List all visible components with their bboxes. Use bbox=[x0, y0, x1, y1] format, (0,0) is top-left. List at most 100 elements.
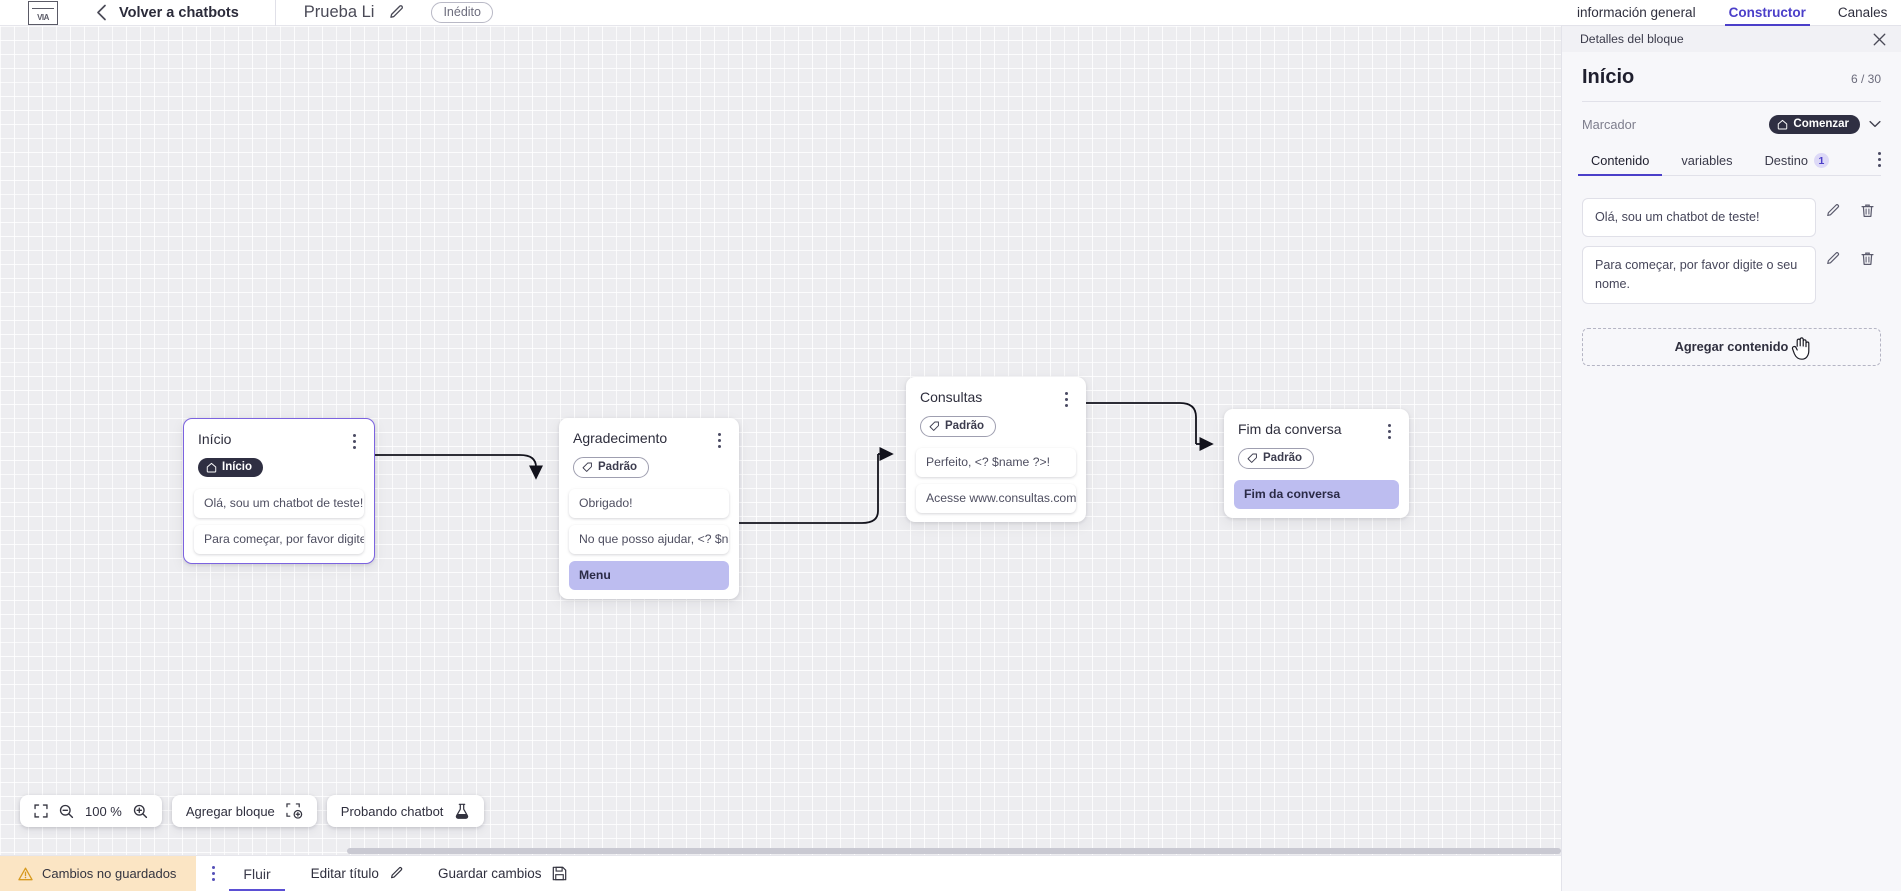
node-item[interactable]: Acesse www.consultas.com par... bbox=[916, 484, 1076, 513]
flow-canvas[interactable]: Início Início Olá, sou um chatbot de tes… bbox=[0, 26, 1561, 855]
zoom-in-icon[interactable] bbox=[133, 804, 148, 819]
marker-badge-comenzar[interactable]: Comenzar bbox=[1769, 115, 1860, 134]
delete-content-icon[interactable] bbox=[1850, 251, 1884, 267]
tab-destino[interactable]: Destino 1 bbox=[1760, 153, 1834, 175]
flow-node-consultas[interactable]: Consultas Padrão Perfeito, <? $name ?>! … bbox=[906, 377, 1086, 522]
node-badges: Padrão bbox=[1224, 439, 1409, 469]
canvas-toolbar: 100 % Agregar bloque Probando chatbo bbox=[20, 795, 485, 827]
right-top-tabs: información general Constructor Canales bbox=[1561, 0, 1901, 26]
tab-destino-label: Destino bbox=[1764, 153, 1808, 168]
zoom-out-icon[interactable] bbox=[59, 804, 74, 819]
pencil-icon bbox=[390, 867, 403, 879]
edit-content-icon[interactable] bbox=[1816, 251, 1850, 267]
panel-divider bbox=[1582, 101, 1881, 102]
tab-contenido[interactable]: Contenido bbox=[1577, 153, 1663, 176]
node-badge-default: Padrão bbox=[573, 457, 649, 478]
node-menu-icon[interactable] bbox=[711, 430, 727, 448]
back-chevron-icon[interactable] bbox=[96, 4, 107, 21]
node-item[interactable]: Perfeito, <? $name ?>! bbox=[916, 448, 1076, 477]
node-item[interactable]: Para começar, por favor digite o ... bbox=[194, 524, 364, 554]
node-header: Fim da conversa bbox=[1224, 409, 1409, 439]
tag-icon bbox=[929, 421, 939, 431]
test-chatbot-button[interactable]: Probando chatbot bbox=[326, 795, 485, 827]
flow-node-inicio[interactable]: Início Início Olá, sou um chatbot de tes… bbox=[183, 418, 375, 564]
content-text[interactable]: Para começar, por favor digite o seu nom… bbox=[1582, 246, 1816, 304]
unsaved-changes-label: Cambios no guardados bbox=[42, 866, 177, 881]
node-title: Início bbox=[198, 431, 232, 447]
add-content-button[interactable]: Agregar contenido bbox=[1582, 327, 1881, 366]
node-title: Consultas bbox=[920, 389, 983, 405]
node-badge-default: Padrão bbox=[1238, 448, 1314, 469]
node-menu-icon[interactable] bbox=[346, 431, 362, 449]
node-item[interactable]: Olá, sou um chatbot de teste! bbox=[194, 488, 364, 518]
node-badge-default: Padrão bbox=[920, 416, 996, 437]
flow-node-fim-da-conversa[interactable]: Fim da conversa Padrão Fim da conversa bbox=[1224, 409, 1409, 518]
tab-variables[interactable]: variables bbox=[1676, 153, 1737, 175]
tab-fluir[interactable]: Fluir bbox=[229, 856, 285, 891]
canvas-horizontal-scrollbar[interactable] bbox=[0, 846, 1561, 855]
tab-variables-label: variables bbox=[1681, 153, 1733, 168]
node-header: Agradecimento bbox=[559, 418, 739, 448]
scrollbar-thumb[interactable] bbox=[347, 848, 1561, 854]
app-logo-icon[interactable]: VIA bbox=[28, 0, 58, 25]
back-to-chatbots-link[interactable]: Volver a chatbots bbox=[119, 4, 239, 21]
add-block-icon bbox=[286, 803, 303, 819]
tag-icon bbox=[582, 462, 592, 472]
content-row: Olá, sou um chatbot de teste! bbox=[1582, 198, 1884, 238]
tab-informacion-general[interactable]: información general bbox=[1577, 5, 1696, 20]
top-header: VIA Volver a chatbots Prueba Li Inédito bbox=[0, 0, 1561, 26]
node-header: Início bbox=[184, 419, 374, 449]
test-chatbot-label: Probando chatbot bbox=[340, 803, 444, 819]
node-badge-label: Padrão bbox=[598, 461, 637, 473]
fit-screen-icon[interactable] bbox=[34, 804, 48, 818]
node-menu-icon[interactable] bbox=[1058, 389, 1074, 407]
header-divider bbox=[274, 0, 276, 26]
content-actions bbox=[1816, 246, 1884, 267]
statusbar-menu-icon[interactable] bbox=[212, 866, 216, 881]
delete-content-icon[interactable] bbox=[1850, 203, 1884, 219]
edit-name-pencil-icon[interactable] bbox=[388, 4, 405, 21]
panel-tabs-menu-icon[interactable] bbox=[1878, 152, 1881, 175]
tab-canales[interactable]: Canales bbox=[1837, 5, 1888, 20]
node-badges: Padrão bbox=[906, 407, 1086, 437]
edit-content-icon[interactable] bbox=[1816, 203, 1850, 219]
destino-count-badge: 1 bbox=[1813, 153, 1829, 168]
node-item[interactable]: Obrigado! bbox=[569, 489, 729, 518]
tag-icon bbox=[1247, 453, 1257, 463]
marker-row: Marcador Comenzar bbox=[1582, 115, 1881, 134]
edit-title-button[interactable]: Editar título bbox=[311, 866, 404, 881]
save-changes-button[interactable]: Guardar cambios bbox=[438, 866, 567, 881]
tab-contenido-label: Contenido bbox=[1591, 153, 1650, 168]
node-item[interactable]: Menu bbox=[569, 561, 729, 590]
block-details-panel: Detalles del bloque Início 6 / 30 Marcad… bbox=[1561, 26, 1901, 891]
content-row: Para começar, por favor digite o seu nom… bbox=[1582, 246, 1884, 304]
canvas-inner: Início Início Olá, sou um chatbot de tes… bbox=[0, 26, 1561, 855]
add-block-label: Agregar bloque bbox=[185, 803, 275, 819]
add-block-button[interactable]: Agregar bloque bbox=[171, 795, 317, 827]
unsaved-changes-banner: Cambios no guardados bbox=[0, 855, 197, 891]
home-icon bbox=[1778, 119, 1788, 129]
panel-body: Início 6 / 30 Marcador Comenzar Contenid… bbox=[1562, 52, 1901, 176]
node-menu-icon[interactable] bbox=[1381, 421, 1397, 439]
content-list: Olá, sou um chatbot de teste! Para começ… bbox=[1562, 176, 1901, 304]
close-icon[interactable] bbox=[1872, 32, 1887, 47]
chevron-down-icon[interactable] bbox=[1869, 119, 1881, 131]
edit-title-label: Editar título bbox=[310, 866, 379, 881]
node-badges: Início bbox=[184, 449, 374, 478]
bot-name: Prueba Li bbox=[303, 3, 375, 21]
node-item[interactable]: No que posso ajudar, <? $name ... bbox=[569, 525, 729, 554]
content-text[interactable]: Olá, sou um chatbot de teste! bbox=[1582, 198, 1816, 238]
marker-label: Marcador bbox=[1582, 117, 1637, 132]
node-item-list: Fim da conversa bbox=[1224, 469, 1409, 509]
tab-constructor[interactable]: Constructor bbox=[1724, 5, 1811, 26]
node-badge-label: Padrão bbox=[945, 420, 984, 432]
panel-tabs: Contenido variables Destino 1 bbox=[1577, 152, 1881, 176]
node-header: Consultas bbox=[906, 377, 1086, 407]
flow-node-agradecimento[interactable]: Agradecimento Padrão Obrigado! No que po… bbox=[559, 418, 739, 599]
home-icon bbox=[206, 462, 217, 472]
node-title: Agradecimento bbox=[573, 430, 668, 446]
flask-icon bbox=[454, 803, 470, 820]
node-badge-label: Início bbox=[222, 461, 253, 473]
node-item[interactable]: Fim da conversa bbox=[1234, 480, 1399, 509]
app-logo-text: VIA bbox=[37, 12, 49, 22]
